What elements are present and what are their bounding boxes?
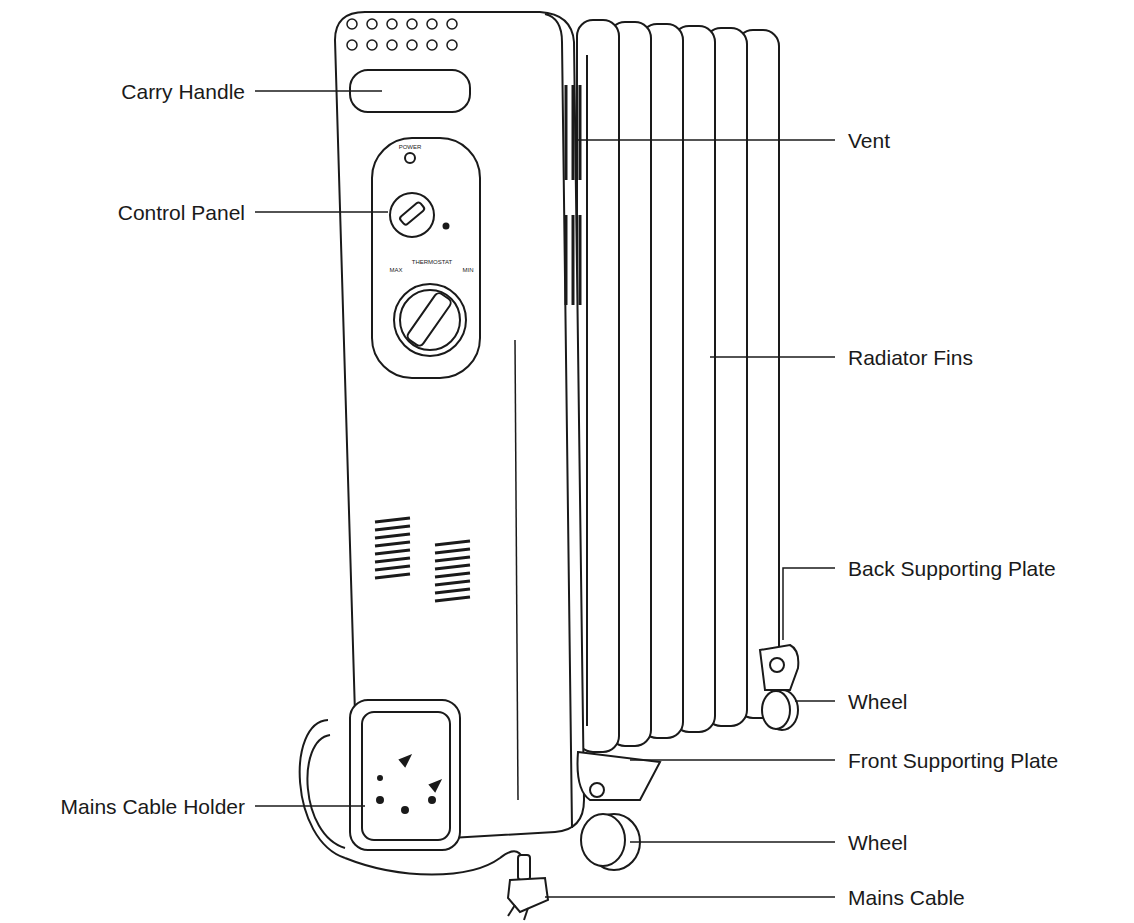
control-panel [372,138,480,378]
front-support [578,752,661,870]
radiator-fins [577,20,779,752]
panel-marking: POWER [399,144,422,150]
panel-marking: MAX [389,267,402,273]
part-label: Mains Cable Holder [61,796,245,817]
front-vents [375,518,470,601]
mains-cable [345,851,548,920]
top-holes [347,19,457,50]
back-support [760,645,798,730]
part-label: Carry Handle [121,81,245,102]
part-label: Mains Cable [848,887,965,908]
part-label: Control Panel [118,202,245,223]
leader-lines [255,91,835,897]
side-vent [566,85,580,305]
part-label: Wheel [848,691,908,712]
cable-holder [300,700,460,858]
part-label: Radiator Fins [848,347,973,368]
part-label: Wheel [848,832,908,853]
panel-marking: MIN [463,267,474,273]
part-label: Front Supporting Plate [848,750,1058,771]
part-label: Vent [848,130,890,151]
part-label: Back Supporting Plate [848,558,1056,579]
panel-marking: THERMOSTAT [412,259,452,265]
